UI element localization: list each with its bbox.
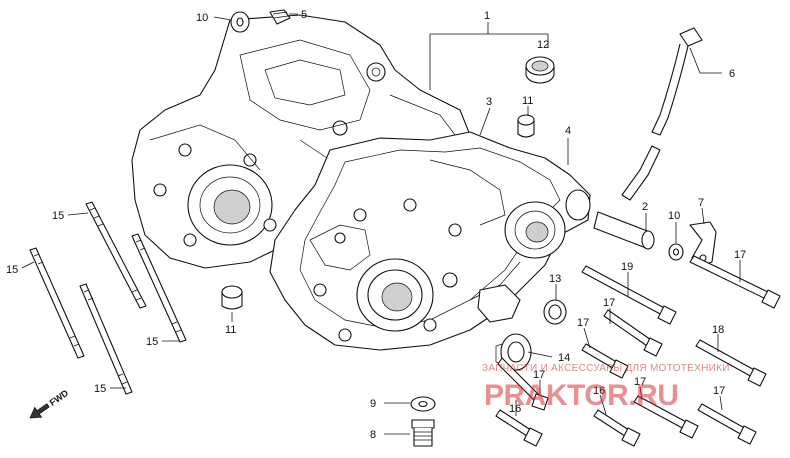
callout-11-top: 11 <box>522 95 533 107</box>
bolt-18 <box>695 339 767 387</box>
callout-17-b: 17 <box>603 297 615 309</box>
watermark-tagline: ЗАПЧАСТИ И АКСЕССУАРЫ ДЛЯ МОТОТЕХНИКИ <box>482 363 730 374</box>
callout-15-b: 15 <box>6 264 18 276</box>
callout-7: 7 <box>698 197 704 209</box>
bolt-17-a <box>689 255 781 309</box>
callout-10-top: 10 <box>196 12 208 24</box>
callout-3: 3 <box>486 96 492 108</box>
breather-tube-6 <box>621 27 703 201</box>
bolt-17-f <box>697 403 757 445</box>
watermark: ЗАПЧАСТИ И АКСЕССУАРЫ ДЛЯ МОТОТЕХНИКИ PR… <box>482 363 730 412</box>
callout-15-a: 15 <box>52 210 64 222</box>
bolt-16-b <box>593 409 641 447</box>
stud-15-d <box>79 283 133 395</box>
bolt-17-e <box>633 395 699 439</box>
bolt-19 <box>581 265 677 325</box>
bolt-17-d <box>497 357 549 411</box>
washer-10-right <box>668 243 684 261</box>
bolt-17-b <box>603 309 663 357</box>
callout-5: 5 <box>301 9 307 21</box>
bolt-17-c <box>581 343 629 379</box>
callout-17-a: 17 <box>734 249 746 261</box>
bracket-7 <box>689 221 717 267</box>
callout-16-a: 16 <box>509 403 521 415</box>
callout-18: 18 <box>712 324 724 336</box>
callout-4: 4 <box>565 125 571 137</box>
plug-5 <box>269 9 291 25</box>
callout-17-f: 17 <box>713 385 725 397</box>
seal-13 <box>543 299 567 325</box>
stud-15-a <box>85 201 147 309</box>
callout-11-bottom: 11 <box>225 324 236 336</box>
watermark-logo: PRAKTOR.RU <box>484 379 678 412</box>
callout-2: 2 <box>642 201 648 213</box>
callout-15-c: 15 <box>146 336 158 348</box>
dowel-11-top <box>517 114 535 138</box>
callout-17-d: 17 <box>533 369 545 381</box>
callout-6: 6 <box>729 68 735 80</box>
stud-15-c <box>131 233 187 343</box>
callout-12: 12 <box>537 39 549 51</box>
bolt-16-a <box>495 409 543 447</box>
callout-14: 14 <box>558 352 570 364</box>
seal-14 <box>495 333 532 371</box>
fwd-label: FWD <box>48 388 71 408</box>
bearing-12 <box>525 56 555 84</box>
washer-9 <box>410 396 436 412</box>
forward-direction-marker: FWD <box>29 388 71 419</box>
callout-19: 19 <box>621 261 633 273</box>
callout-9: 9 <box>370 398 376 410</box>
callout-10-right: 10 <box>668 210 680 222</box>
callout-15-d: 15 <box>94 383 106 395</box>
right-crankcase-half <box>269 131 591 351</box>
callout-16-b: 16 <box>593 385 605 397</box>
pipe-2 <box>593 211 655 250</box>
callout-1: 1 <box>484 10 490 22</box>
callout-8: 8 <box>370 429 376 441</box>
dowel-11-bottom <box>221 285 243 310</box>
left-crankcase-half <box>131 14 471 269</box>
leader-lines <box>21 13 741 435</box>
callout-17-c: 17 <box>577 317 589 329</box>
stud-15-b <box>29 247 85 359</box>
callout-17-e: 17 <box>634 376 646 388</box>
drain-plug-8 <box>411 419 435 447</box>
callout-13: 13 <box>549 273 561 285</box>
callout-labels: 1 2 3 4 5 6 7 8 9 10 10 11 11 12 13 14 1… <box>6 9 746 441</box>
washer-10-top <box>230 11 250 33</box>
